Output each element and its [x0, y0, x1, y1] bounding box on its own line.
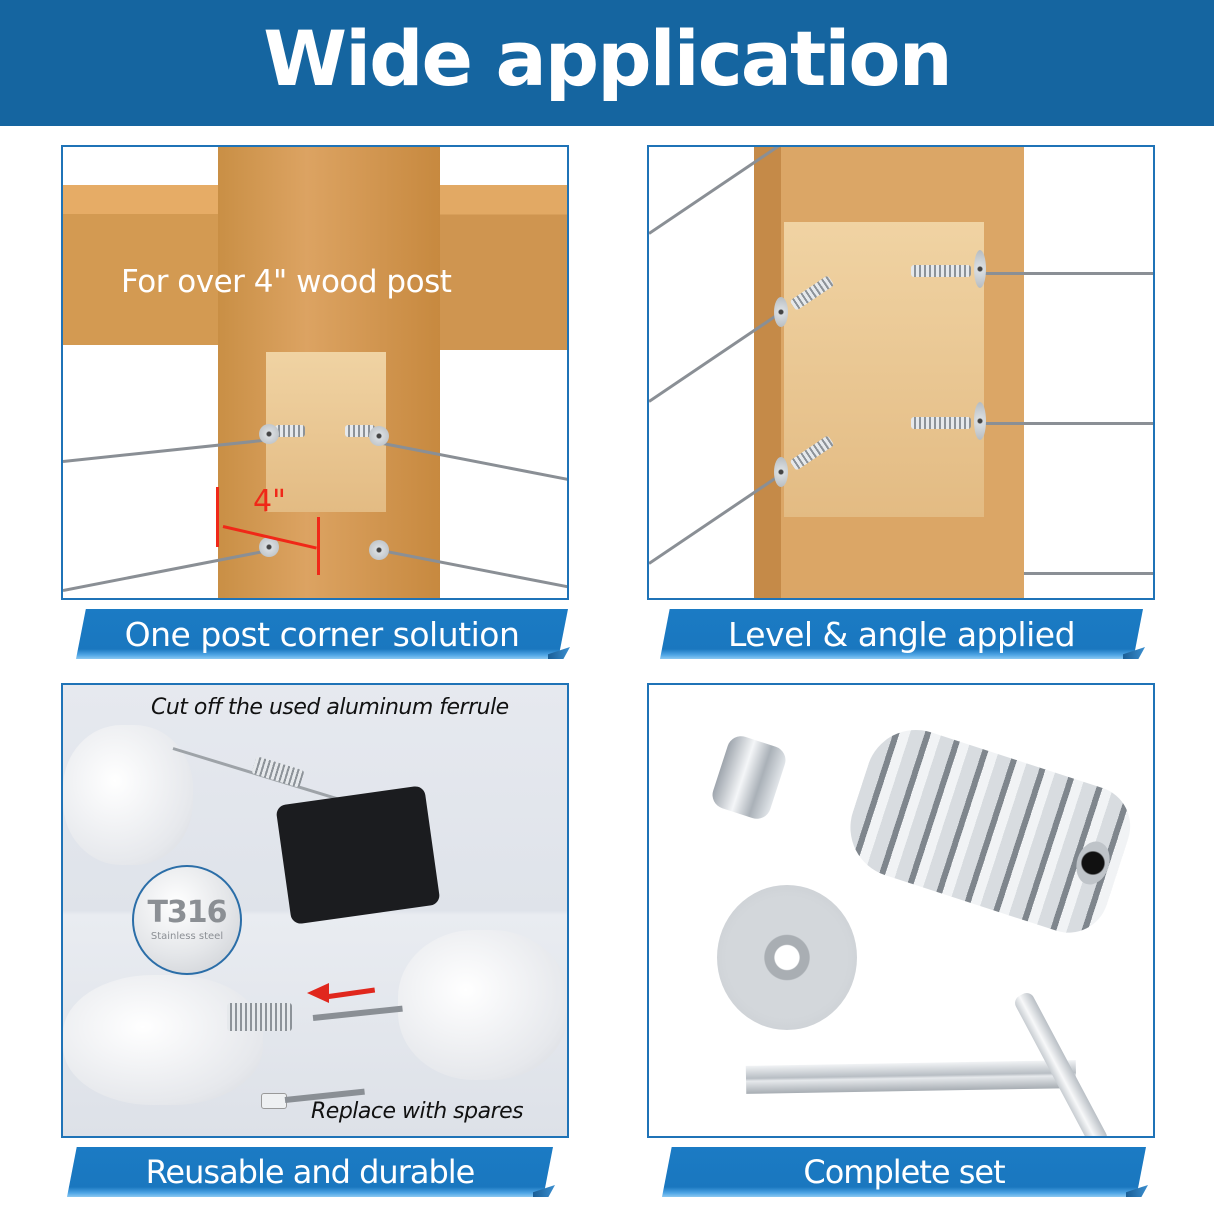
washer	[369, 426, 389, 446]
tensioner-part	[837, 716, 1141, 944]
washer-part	[717, 885, 857, 1030]
washer	[259, 424, 279, 444]
wire-rope	[312, 1005, 403, 1021]
caption-ribbon-reusable: Reusable and durable	[67, 1147, 555, 1197]
tensioner	[911, 265, 971, 277]
dimension-label: 4"	[253, 484, 286, 519]
red-arrow-head	[307, 983, 329, 1003]
washer	[974, 402, 986, 440]
washer	[774, 457, 788, 487]
badge-subtitle: Stainless steel	[150, 931, 224, 942]
panel-complete-set	[647, 683, 1155, 1138]
header-banner: Wide application	[0, 0, 1214, 126]
cable	[984, 272, 1153, 275]
cable-cutter	[275, 785, 441, 925]
caption-ribbon-complete-set: Complete set	[662, 1147, 1148, 1197]
dimension-tick-right	[317, 517, 320, 575]
washer	[369, 540, 389, 560]
ferrule-part	[708, 732, 790, 823]
cable	[1024, 572, 1153, 575]
dimension-tick-left	[216, 487, 219, 547]
overlay-caption: For over 4" wood post	[121, 264, 452, 300]
washer	[774, 297, 788, 327]
spare-ferrule	[261, 1093, 287, 1109]
glove-bottom-left	[63, 975, 263, 1105]
page-title: Wide application	[263, 14, 953, 103]
t-handle-key-shaft	[745, 1060, 1077, 1094]
tensioner	[345, 425, 375, 437]
caption-text: Reusable and durable	[145, 1153, 476, 1191]
glove-bottom-right	[398, 930, 567, 1080]
panel-reusable: Cut off the used aluminum ferrule T316 S…	[61, 683, 569, 1138]
caption-text: Complete set	[803, 1153, 1005, 1191]
caption-ribbon-one-post: One post corner solution	[76, 609, 570, 659]
washer	[974, 250, 986, 288]
red-arrow-icon	[324, 987, 376, 1000]
tensioner	[251, 756, 305, 788]
panel-level-angle	[647, 145, 1155, 600]
bottom-instruction: Replace with spares	[311, 1099, 524, 1124]
panel-one-post-corner: For over 4" wood post 4"	[61, 145, 569, 600]
material-badge: T316 Stainless steel	[132, 865, 242, 975]
badge-title: T316	[147, 895, 227, 930]
tensioner	[227, 1003, 292, 1031]
caption-text: One post corner solution	[124, 614, 520, 654]
caption-text: Level & angle applied	[727, 614, 1076, 654]
tensioner	[275, 425, 305, 437]
top-instruction: Cut off the used aluminum ferrule	[151, 695, 509, 720]
tensioner	[911, 417, 971, 429]
washer	[259, 537, 279, 557]
cable	[984, 422, 1153, 425]
glove-top-left	[63, 725, 193, 865]
caption-ribbon-level-angle: Level & angle applied	[660, 609, 1145, 659]
